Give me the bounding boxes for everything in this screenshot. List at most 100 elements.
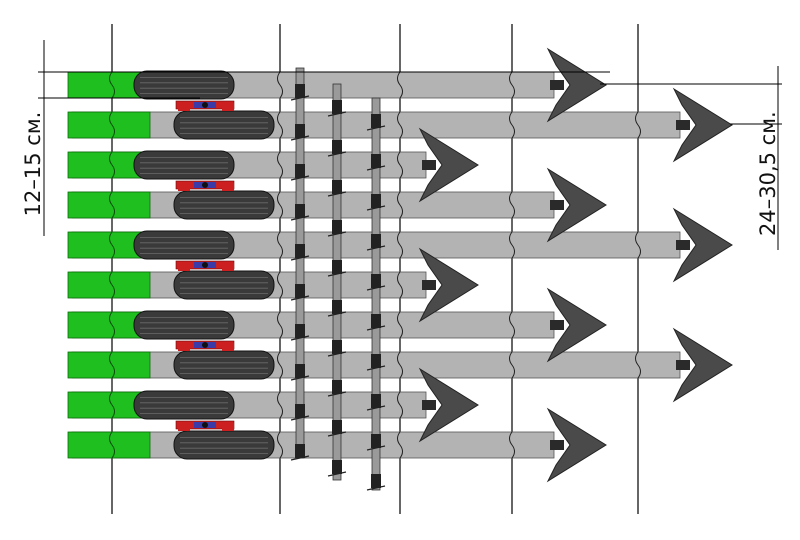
sweep-spacing-label: 24–30,5 см.	[756, 111, 780, 236]
harrow-tine	[290, 215, 310, 221]
harrow-spring	[371, 274, 381, 288]
bracket-foot	[178, 103, 190, 111]
sweep-shovel-icon	[672, 207, 733, 283]
sweep-mount	[550, 80, 564, 90]
beam-break-mark	[397, 431, 403, 459]
press-wheel-icon	[133, 70, 235, 100]
press-wheel-icon	[173, 110, 275, 140]
harrow-tine	[327, 231, 347, 237]
harrow-spring	[295, 364, 305, 378]
press-wheel-icon	[133, 390, 235, 420]
harrow-spring	[371, 234, 381, 248]
sweep-shovel-icon	[418, 247, 479, 323]
beam-break-mark	[277, 391, 283, 419]
frame-break-mark	[109, 351, 115, 379]
beam-break-mark	[277, 191, 283, 219]
harrow-tine	[366, 245, 386, 251]
frame-break-mark	[109, 71, 115, 99]
harrow-tine	[327, 151, 347, 157]
hub-bolt	[202, 342, 208, 348]
beam-break-mark	[397, 311, 403, 339]
bracket-foot	[178, 343, 190, 351]
bracket-foot	[222, 183, 234, 191]
beam-break-mark	[277, 151, 283, 179]
beam-break-mark	[509, 351, 515, 379]
harrow-tine	[366, 125, 386, 131]
green-frame-block	[67, 191, 151, 219]
sweep-shovel-icon	[418, 367, 479, 443]
beam-break-mark	[509, 231, 515, 259]
sweep-shovel-icon	[672, 327, 733, 403]
harrow-spring	[332, 380, 342, 394]
press-wheel-icon	[173, 190, 275, 220]
harrow-spring	[371, 114, 381, 128]
harrow-tine	[290, 175, 310, 181]
beam-break-mark	[397, 351, 403, 379]
sweep-shovel-icon	[546, 47, 607, 123]
sweep-shovel-icon	[672, 87, 733, 163]
harrow-spring	[332, 300, 342, 314]
harrow-spring	[371, 314, 381, 328]
harrow-bar-icon	[371, 97, 381, 491]
harrow-bars	[290, 67, 386, 491]
sweeps	[418, 47, 733, 483]
harrow-spring	[332, 260, 342, 274]
harrow-tine	[290, 375, 310, 381]
sweep-mount	[550, 200, 564, 210]
beam-break-mark	[397, 191, 403, 219]
harrow-tine	[290, 295, 310, 301]
harrow-tine	[366, 485, 386, 491]
harrow-spring	[371, 354, 381, 368]
sweep-shovel-icon	[546, 287, 607, 363]
harrow-spring	[332, 140, 342, 154]
harrow-spring	[295, 164, 305, 178]
row-spacing-label: 12–15 см.	[21, 111, 45, 217]
harrow-tine	[290, 95, 310, 101]
sweep-mount	[676, 360, 690, 370]
bracket-foot	[178, 423, 190, 431]
harrow-spring	[295, 244, 305, 258]
frame-break-mark	[109, 231, 115, 259]
frame-break-mark	[109, 431, 115, 459]
bracket-foot	[178, 263, 190, 271]
harrow-tine	[366, 325, 386, 331]
harrow-spring	[332, 340, 342, 354]
beam-break-mark	[277, 71, 283, 99]
beam-break-mark	[277, 271, 283, 299]
beam-break-mark	[397, 231, 403, 259]
harrow-tine	[366, 205, 386, 211]
sweep-mount	[550, 320, 564, 330]
sweep-shovel-icon	[418, 127, 479, 203]
harrow-spring	[332, 420, 342, 434]
sweep-mount	[550, 440, 564, 450]
harrow-spring	[332, 220, 342, 234]
harrow-spring	[332, 460, 342, 474]
harrow-tine	[366, 285, 386, 291]
beam-break-mark	[277, 231, 283, 259]
harrow-tine	[290, 135, 310, 141]
beam-break-mark	[397, 111, 403, 139]
harrow-tine	[327, 391, 347, 397]
harrow-tine	[366, 405, 386, 411]
harrow-spring	[371, 394, 381, 408]
harrow-tine	[327, 311, 347, 317]
hub-bolt	[202, 182, 208, 188]
harrow-tine	[327, 111, 347, 117]
harrow-tine	[327, 351, 347, 357]
bracket-foot	[222, 423, 234, 431]
beam-break-mark	[397, 71, 403, 99]
press-wheel-icon	[173, 430, 275, 460]
harrow-tine	[327, 191, 347, 197]
harrow-spring	[332, 180, 342, 194]
frame-break-mark	[109, 191, 115, 219]
harrow-tine	[327, 271, 347, 277]
harrow-spring	[295, 324, 305, 338]
press-wheel-icon	[133, 230, 235, 260]
beam-break-mark	[635, 351, 641, 379]
beam-break-mark	[509, 71, 515, 99]
harrow-spring	[295, 124, 305, 138]
harrow-spring	[371, 154, 381, 168]
press-wheel-icon	[133, 310, 235, 340]
beam-break-mark	[509, 191, 515, 219]
hub-bolt	[202, 262, 208, 268]
